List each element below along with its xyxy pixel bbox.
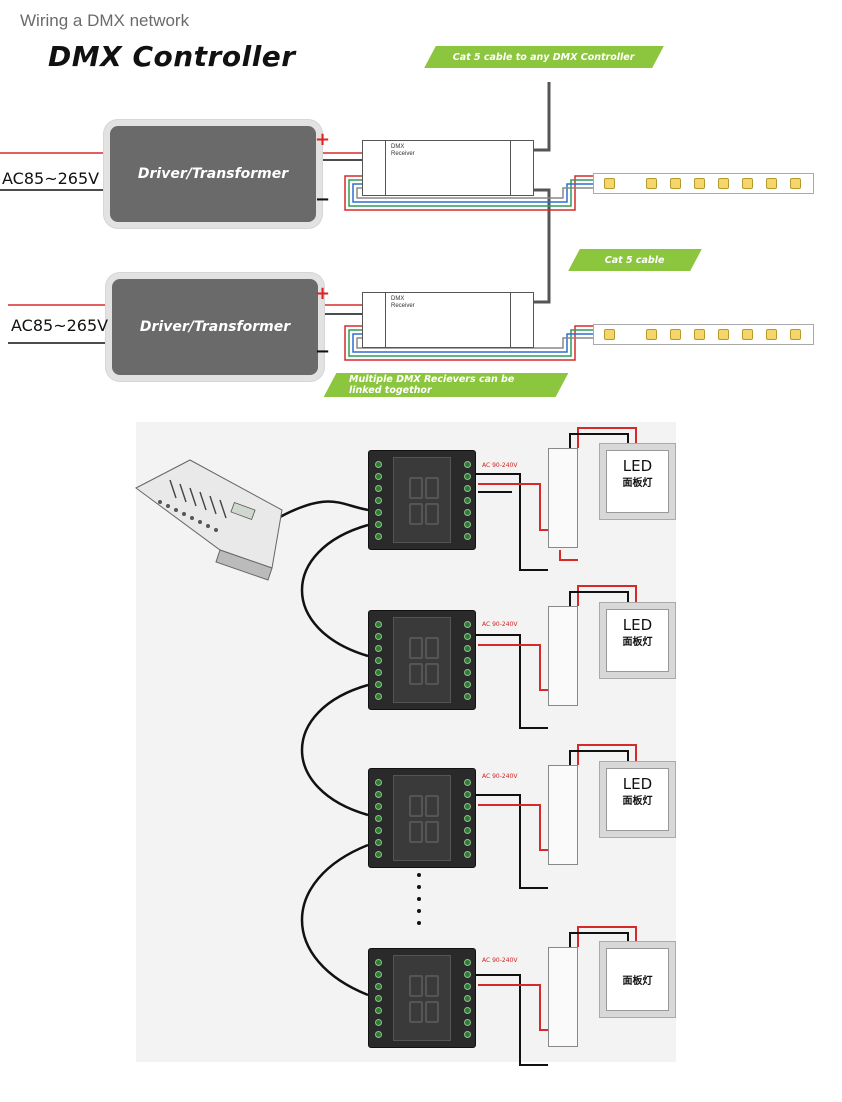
dmx-dimmer-3 [368, 768, 476, 868]
led-panel-2: LED 面板灯 [600, 603, 675, 678]
led-driver-psu-2 [548, 606, 578, 706]
lower-wiring [135, 427, 637, 1066]
led-strip-1 [593, 173, 814, 194]
receiver-text-dmx: DMX [391, 144, 405, 150]
led-panel-3: LED 面板灯 [600, 762, 675, 837]
led-panel-1: LED 面板灯 [600, 444, 675, 519]
led-strip-2 [593, 324, 814, 345]
dmx-console-icon [135, 459, 283, 581]
receiver-text-receiver: Receiver [391, 151, 415, 157]
dmx-dimmer-1 [368, 450, 476, 550]
ac-label-row-4: AC 90-240V [482, 957, 518, 964]
led-driver-psu-1 [548, 448, 578, 548]
dmx-dimmer-2 [368, 610, 476, 710]
banner-cat5: Cat 5 cable [568, 249, 702, 271]
led-driver-psu-3 [548, 765, 578, 865]
led-panel-label: LED [622, 775, 653, 793]
receiver-text-dmx: DMX [391, 296, 405, 302]
led-panel-4: 面板灯 [600, 942, 675, 1017]
panel-light-label: 面板灯 [622, 796, 653, 807]
driver-transformer-1: Driver/Transformer [104, 120, 322, 228]
dmx-controller-title: DMX Controller [48, 40, 296, 73]
ac-input-label-2: AC85~265V [11, 316, 109, 335]
upper-wiring [0, 82, 593, 361]
ac-label-row-3: AC 90-240V [482, 773, 518, 780]
minus-terminal-1: − [315, 189, 331, 210]
led-panel-label: LED [622, 457, 653, 475]
ac-label-row-2: AC 90-240V [482, 621, 518, 628]
panel-light-label: 面板灯 [622, 478, 653, 489]
banner-multiple-receivers: Multiple DMX Recievers can be linked tog… [323, 373, 569, 397]
led-driver-psu-4 [548, 947, 578, 1047]
ac-label-row-1: AC 90-240V [482, 462, 518, 469]
banner-cat5-controller: Cat 5 cable to any DMX Controller [424, 46, 664, 68]
panel-light-label: 面板灯 [622, 637, 653, 648]
driver-transformer-2: Driver/Transformer [106, 273, 324, 381]
minus-terminal-2: − [315, 341, 331, 362]
page-title: Wiring a DMX network [20, 11, 190, 30]
receiver-text-receiver: Receiver [391, 303, 415, 309]
led-panel-label [606, 956, 669, 972]
plus-terminal-1: + [315, 129, 331, 150]
ac-input-label-1: AC85~265V [2, 169, 100, 188]
led-panel-label: LED [622, 616, 653, 634]
dmx-dimmer-4 [368, 948, 476, 1048]
plus-terminal-2: + [315, 283, 331, 304]
panel-light-label: 面板灯 [622, 976, 653, 987]
